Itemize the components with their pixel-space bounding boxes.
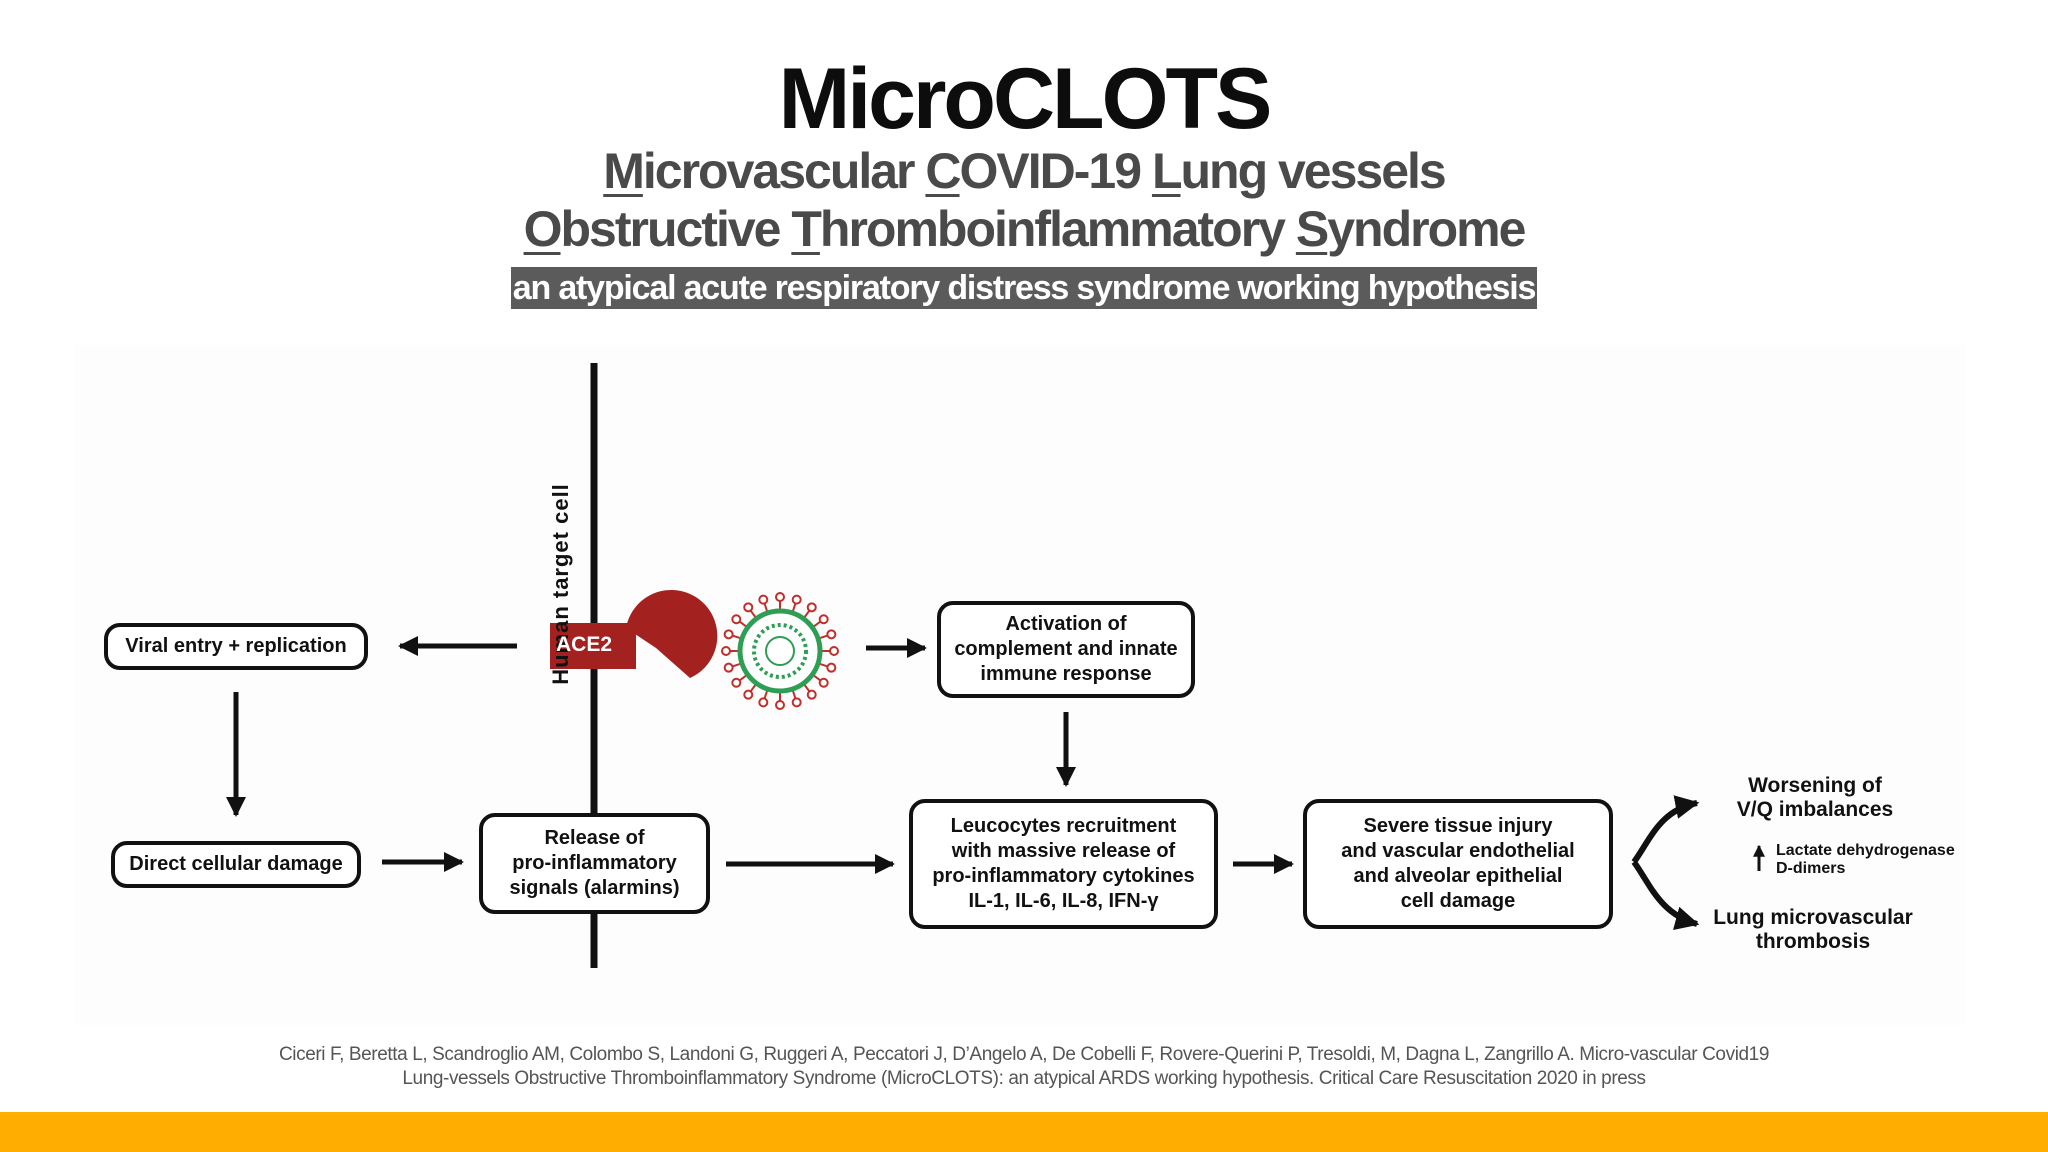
acronym-letter: O — [523, 201, 563, 257]
box-line: cell damage — [1400, 890, 1516, 912]
virus-spike — [813, 620, 822, 628]
citation: Ciceri F, Beretta L, Scandroglio AM, Col… — [0, 1043, 2048, 1091]
outcome-line: Worsening of — [1748, 774, 1882, 797]
box-line: Activation of — [1005, 613, 1127, 635]
virus-spike-head — [731, 614, 742, 625]
box-line: and vascular endothelial — [1341, 840, 1575, 862]
virus-spike — [763, 603, 768, 612]
outcome-line: thrombosis — [1755, 930, 1871, 953]
ace2-receptor-icon — [550, 589, 718, 678]
subtitle-line-1: Microvascular COVID-19 Lung vessels — [0, 142, 2048, 200]
virus-spike — [732, 634, 741, 639]
activation-box: Activation of complement and innate immu… — [937, 601, 1195, 698]
subtitle-word: icrovascular — [642, 143, 926, 199]
virus-spike-head — [791, 594, 802, 605]
box-line: Release of — [544, 827, 645, 849]
box-line: pro-inflammatory cytokines — [932, 865, 1195, 887]
direct-damage-text: Direct cellular damage — [129, 853, 343, 875]
ace2-label: ACE2 — [556, 633, 613, 656]
virus-spike — [738, 620, 747, 628]
acronym-letter: T — [791, 201, 822, 257]
virus-spike — [792, 690, 797, 699]
marker-line: D-dimers — [1776, 860, 1846, 877]
virus-spike-head — [731, 677, 742, 688]
citation-line: Ciceri F, Beretta L, Scandroglio AM, Col… — [278, 1044, 1770, 1065]
markers-note: Lactate dehydrogenase D-dimers — [1776, 842, 1955, 878]
virus-spike-head — [806, 689, 817, 700]
virus-spike — [738, 674, 747, 682]
virus-spike-head — [826, 629, 837, 640]
acronym-letter: M — [603, 143, 645, 199]
virus-spike-head — [743, 689, 754, 700]
box-line: Leucocytes recruitment — [950, 815, 1177, 837]
virus-spike — [819, 663, 828, 668]
subtitle-word: OVID-19 — [959, 143, 1152, 199]
subtitle-word: hromboinflammatory — [819, 201, 1296, 257]
box-line: IL-1, IL-6, IL-8, IFN-γ — [968, 890, 1159, 912]
acronym-letter: S — [1295, 201, 1329, 257]
severe-injury-box: Severe tissue injury and vascular endoth… — [1303, 799, 1613, 929]
hypothesis-text: an atypical acute respiratory distress s… — [510, 267, 1538, 309]
citation-line: Lung-vessels Obstructive Thromboinflamma… — [402, 1068, 1646, 1089]
virus-spike — [819, 634, 828, 639]
virus-spike — [792, 603, 797, 612]
viral-entry-box: Viral entry + replication — [104, 623, 368, 670]
acronym-letter: C — [925, 143, 961, 199]
virus-spike-head — [758, 697, 769, 708]
leucocytes-box: Leucocytes recruitment with massive rele… — [909, 799, 1218, 929]
virus-spike-head — [829, 646, 839, 656]
virus-spike-head — [806, 602, 817, 613]
virus-spike — [749, 609, 757, 618]
outcome-line: Lung microvascular — [1713, 906, 1913, 929]
box-line: immune response — [980, 663, 1152, 685]
outcome-line: V/Q imbalances — [1736, 798, 1894, 821]
virus-spike — [732, 663, 741, 668]
virus-spike — [803, 684, 811, 693]
virus-spike-head — [723, 629, 734, 640]
marker-line: Lactate dehydrogenase — [1776, 842, 1955, 859]
virus-spike-head — [775, 700, 785, 710]
box-line: signals (alarmins) — [509, 877, 680, 899]
virus-spike — [813, 674, 822, 682]
virus-spike-head — [775, 592, 785, 602]
coronavirus-icon — [721, 592, 839, 710]
virus-spike — [803, 609, 811, 618]
subtitle-line-2: Obstructive Thromboinflammatory Syndrome — [0, 200, 2048, 258]
subtitle-word: ung vessels — [1180, 143, 1446, 199]
virus-spike-head — [826, 662, 837, 673]
viral-entry-text: Viral entry + replication — [125, 635, 347, 657]
virus-spike-head — [791, 697, 802, 708]
virus-spike-head — [743, 602, 754, 613]
virus-spike-head — [818, 614, 829, 625]
thrombosis-outcome: Lung microvascular thrombosis — [1695, 906, 1931, 954]
virus-spike-head — [758, 594, 769, 605]
release-box: Release of pro-inflammatory signals (ala… — [479, 813, 710, 914]
footer-bar — [0, 1112, 2048, 1152]
virus-spike-head — [723, 662, 734, 673]
box-line: complement and innate — [954, 638, 1178, 660]
virus-spike-head — [721, 646, 731, 656]
virus-spike — [763, 690, 768, 699]
virus-spike-head — [818, 677, 829, 688]
worsening-outcome: Worsening of V/Q imbalances — [1700, 774, 1930, 822]
subtitle-word: bstructive — [560, 201, 792, 257]
virus-spike — [749, 684, 757, 693]
direct-damage-box: Direct cellular damage — [111, 841, 361, 888]
hypothesis-banner: an atypical acute respiratory distress s… — [0, 267, 2048, 309]
subtitle-word: yndrome — [1327, 201, 1526, 257]
box-line: and alveolar epithelial — [1353, 865, 1563, 887]
box-line: Severe tissue injury — [1363, 815, 1553, 837]
arrow-to-worsening — [1631, 795, 1700, 864]
box-line: pro-inflammatory — [512, 852, 677, 874]
acronym-letter: L — [1151, 143, 1183, 199]
page-title: MicroCLOTS — [778, 51, 1273, 147]
arrow-to-thrombosis — [1631, 860, 1700, 930]
box-line: with massive release of — [951, 840, 1176, 862]
